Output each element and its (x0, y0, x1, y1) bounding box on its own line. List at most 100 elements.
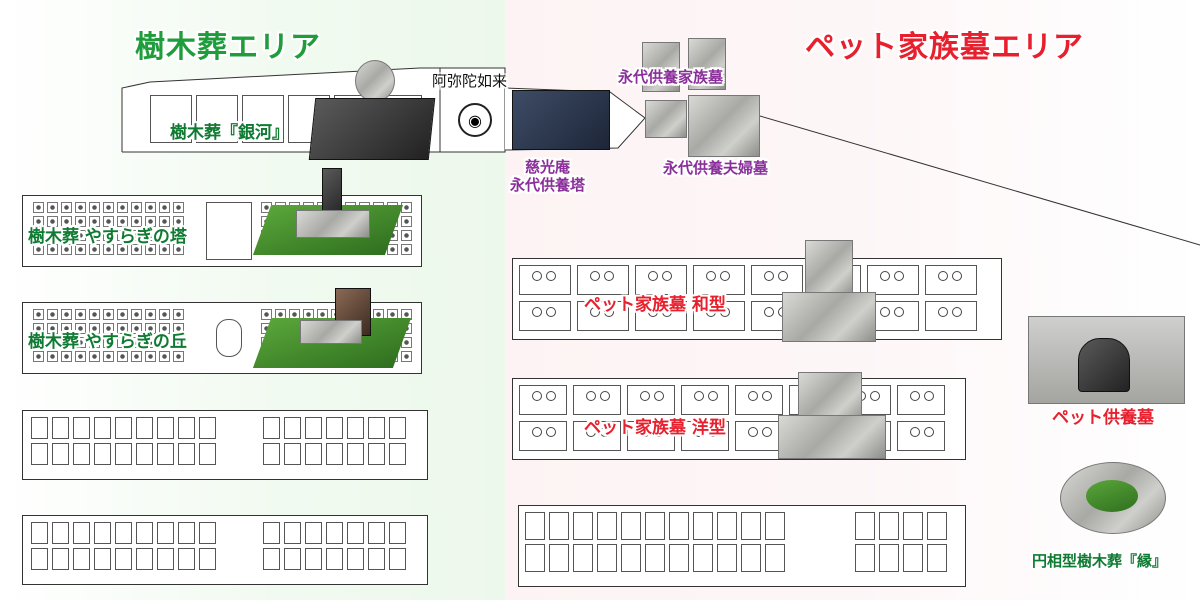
grave-plot (136, 417, 153, 439)
burial-plot (103, 244, 114, 255)
grave-plot (115, 417, 132, 439)
pet-plot (693, 301, 745, 331)
burial-plot (75, 351, 86, 362)
burial-plot (131, 323, 142, 334)
grave-plot (347, 443, 364, 465)
grave-plot (549, 512, 569, 540)
grave-plot (284, 522, 301, 544)
label-jikoan: 慈光庵 永代供養塔 (510, 158, 585, 194)
grave-plot (326, 417, 343, 439)
burial-plot (173, 216, 184, 227)
label-eitai-kazoku: 永代供養家族墓 (618, 68, 724, 86)
grave-plot (115, 522, 132, 544)
pet-plot (577, 265, 629, 295)
label-pet-kuyou: ペット供養墓 (1052, 408, 1154, 428)
burial-plot (173, 230, 184, 241)
burial-plot (159, 323, 170, 334)
grave-plot (94, 522, 111, 544)
burial-plot (33, 216, 44, 227)
burial-plot (47, 309, 58, 320)
burial-plot (47, 244, 58, 255)
pet-plot (519, 385, 567, 415)
pet-plot (635, 265, 687, 295)
burial-plot (47, 216, 58, 227)
grave-plot (31, 417, 48, 439)
burial-plot (173, 337, 184, 348)
burial-plot (75, 309, 86, 320)
burial-plot (89, 230, 100, 241)
jikoan-tower[interactable] (512, 90, 610, 150)
yasuragi-tou-base (296, 210, 370, 238)
grave-plot (157, 548, 174, 570)
burial-plot (33, 351, 44, 362)
burial-plot (145, 323, 156, 334)
grave-plot (645, 544, 665, 572)
burial-plot (173, 323, 184, 334)
burial-plot (145, 309, 156, 320)
burial-plot (103, 351, 114, 362)
grave-plot (855, 544, 875, 572)
grave-plot (669, 544, 689, 572)
burial-plot (159, 309, 170, 320)
grave-plot (73, 443, 90, 465)
plot-block-4 (22, 515, 428, 585)
yasuragi-oka-base (300, 320, 362, 344)
pet-yo-grave[interactable] (778, 415, 886, 459)
grave-plot (73, 548, 90, 570)
grave-plot (621, 544, 641, 572)
pet-plot (519, 301, 571, 331)
burial-plot (61, 337, 72, 348)
burial-plot (47, 323, 58, 334)
grave-plot (52, 522, 69, 544)
burial-plot (173, 351, 184, 362)
burial-plot (117, 337, 128, 348)
burial-plot (33, 230, 44, 241)
grave-plot (263, 548, 280, 570)
grave-plot (765, 544, 785, 572)
grave-plot (305, 417, 322, 439)
grave-plot (263, 443, 280, 465)
burial-plot (159, 202, 170, 213)
pet-area-title: ペット家族墓エリア (805, 30, 1084, 65)
burial-plot (75, 323, 86, 334)
ginga-monument[interactable] (308, 98, 436, 160)
grave-plot (573, 544, 593, 572)
grave-plot (284, 417, 301, 439)
burial-plot (61, 351, 72, 362)
burial-plot (75, 244, 86, 255)
grave-plot (549, 544, 569, 572)
buddha-statue-icon[interactable]: ◉ (458, 103, 492, 137)
pet-plot (681, 385, 729, 415)
burial-plot (75, 216, 86, 227)
burial-plot (401, 230, 412, 241)
pet-plot (519, 265, 571, 295)
room (150, 95, 192, 143)
eitai-family-stone-1 (642, 42, 680, 92)
pet-wa-grave[interactable] (782, 292, 876, 342)
pet-plot (573, 421, 621, 451)
grave-plot (136, 443, 153, 465)
burial-plot (103, 216, 114, 227)
grave-plot (178, 417, 195, 439)
burial-plot (61, 244, 72, 255)
pet-yo-block (512, 378, 966, 460)
burial-plot (33, 244, 44, 255)
grave-plot (157, 443, 174, 465)
eitai-couple-stone[interactable] (688, 95, 760, 157)
pet-plot (735, 421, 783, 451)
plot-block-3 (22, 410, 428, 480)
burial-plot (159, 337, 170, 348)
plot-block-right (518, 505, 966, 587)
burial-plot (131, 216, 142, 227)
grave-plot (927, 544, 947, 572)
plot-block-4-left (31, 522, 216, 570)
room (196, 95, 238, 143)
burial-plot (103, 230, 114, 241)
grave-plot (693, 512, 713, 540)
burial-plot (47, 230, 58, 241)
pet-plot (693, 265, 745, 295)
label-pet-yo: ペット家族墓 洋型 (584, 418, 726, 438)
grave-plot (157, 522, 174, 544)
burial-plot (117, 309, 128, 320)
grave-plot (368, 522, 385, 544)
